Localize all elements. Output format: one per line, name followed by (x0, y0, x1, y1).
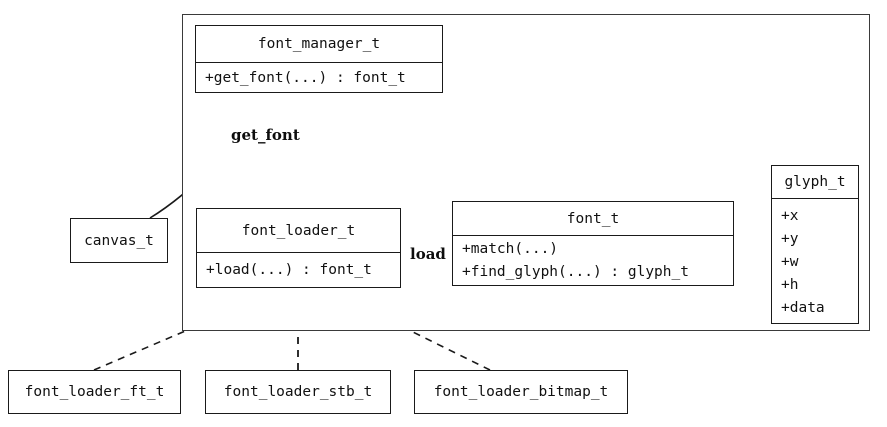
class-box-glyph-t[interactable]: glyph_t +x +y +w +h +data (771, 165, 859, 324)
member-item: +load(...) : font_t (206, 262, 372, 279)
class-name-font-t: font_t (566, 210, 620, 227)
member-item: +x (781, 208, 799, 224)
class-members-font-manager-t: +get_font(...) : font_t (196, 63, 442, 93)
class-name-font-manager-t: font_manager_t (257, 36, 381, 52)
class-box-font-loader-t[interactable]: font_loader_t +load(...) : font_t (196, 208, 401, 288)
class-members-glyph-t: +x +y +w +h +data (772, 199, 858, 324)
class-box-font-loader-bitmap-t[interactable]: font_loader_bitmap_t (414, 370, 628, 414)
class-members-font-loader-t: +load(...) : font_t (197, 253, 400, 288)
member-item: +y (781, 230, 799, 247)
class-members-font-t: +match(...) +find_glyph(...) : glyph_t (453, 236, 733, 286)
class-name-font-loader-bitmap-t: font_loader_bitmap_t (433, 384, 609, 400)
member-item: +w (781, 253, 799, 270)
class-name-canvas-t: canvas_t (84, 232, 154, 249)
edge-label-load: load (410, 245, 446, 263)
class-divider (196, 62, 442, 63)
member-item: +match(...) (462, 241, 559, 258)
class-name-font-loader-t: font_loader_t (241, 222, 356, 239)
class-box-canvas-t[interactable]: canvas_t (70, 218, 168, 263)
class-divider (772, 198, 858, 199)
member-item: +data (781, 299, 825, 316)
edge-label-get-font: get_font (231, 126, 300, 144)
class-box-font-loader-ft-t[interactable]: font_loader_ft_t (8, 370, 181, 414)
class-divider (453, 235, 733, 236)
member-item: +find_glyph(...) : glyph_t (462, 264, 689, 280)
class-name-font-loader-ft-t: font_loader_ft_t (24, 384, 165, 400)
class-name-glyph-t: glyph_t (784, 174, 846, 190)
class-box-font-loader-stb-t[interactable]: font_loader_stb_t (205, 370, 391, 414)
class-name-font-loader-stb-t: font_loader_stb_t (223, 384, 373, 400)
class-box-font-t[interactable]: font_t +match(...) +find_glyph(...) : gl… (452, 201, 734, 286)
member-item: +get_font(...) : font_t (205, 69, 406, 86)
class-box-font-manager-t[interactable]: font_manager_t +get_font(...) : font_t (195, 25, 443, 93)
member-item: +h (781, 276, 799, 293)
class-divider (197, 252, 400, 253)
